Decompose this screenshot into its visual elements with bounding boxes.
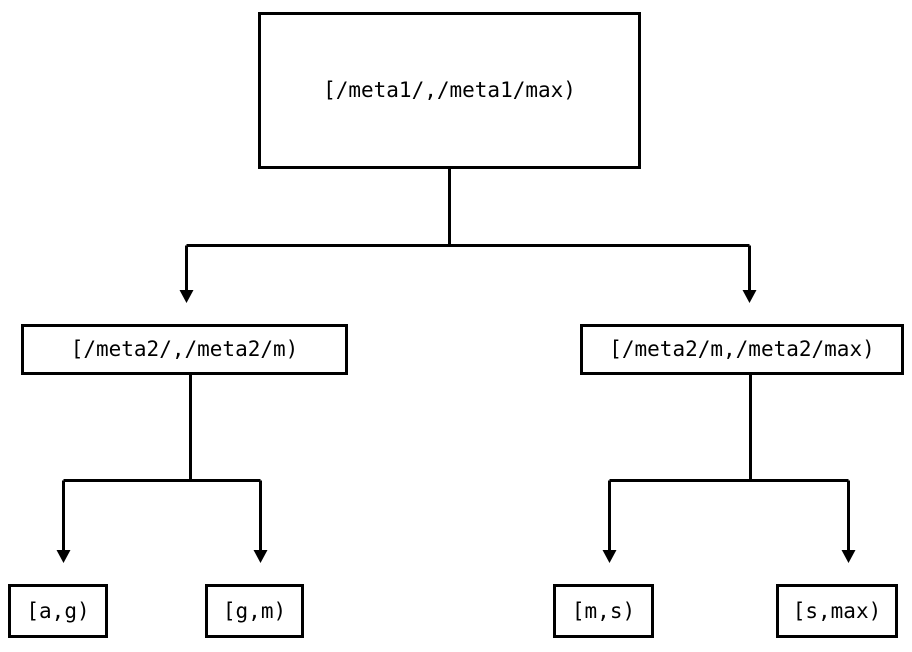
node-root-meta1-range[interactable]: [/meta1/,/meta1/max) <box>258 12 641 169</box>
node-label: [a,g) <box>26 598 90 623</box>
node-label: [g,m) <box>222 598 287 623</box>
arrowhead-icon <box>602 550 617 563</box>
node-label: [m,s) <box>571 598 636 623</box>
node-leaf-s-max[interactable]: [s,max) <box>776 584 898 638</box>
arrowhead-icon <box>742 290 757 303</box>
arrowhead-icon <box>253 550 268 563</box>
node-label: [s,max) <box>792 598 882 623</box>
node-meta2-low-range[interactable]: [/meta2/,/meta2/m) <box>21 324 348 375</box>
node-meta2-high-range[interactable]: [/meta2/m,/meta2/max) <box>580 324 904 375</box>
arrowhead-icon <box>179 290 194 303</box>
node-leaf-a-g[interactable]: [a,g) <box>8 584 108 638</box>
node-label: [/meta1/,/meta1/max) <box>323 78 576 102</box>
node-label: [/meta2/,/meta2/m) <box>70 337 299 361</box>
node-label: [/meta2/m,/meta2/max) <box>609 337 875 361</box>
arrowhead-icon <box>56 550 71 563</box>
node-leaf-g-m[interactable]: [g,m) <box>205 584 304 638</box>
arrowhead-icon <box>841 550 856 563</box>
node-leaf-m-s[interactable]: [m,s) <box>553 584 654 638</box>
